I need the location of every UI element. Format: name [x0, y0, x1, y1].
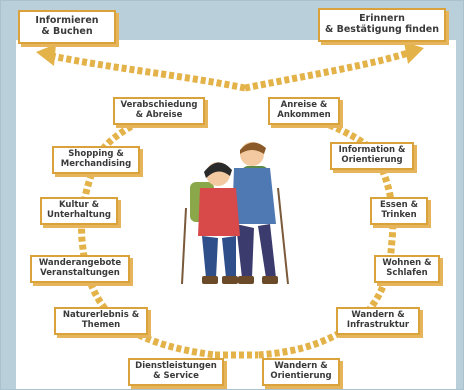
arrow-left-link: [51, 52, 246, 92]
node-wandern-orientierung: Wandern & Orientierung: [262, 358, 340, 386]
node-wanderangebote-veranstaltungen: Wanderangebote Veranstaltungen: [30, 255, 130, 283]
node-wohnen-schlafen: Wohnen & Schlafen: [374, 255, 440, 283]
arrow-right-head: [404, 42, 424, 64]
node-wandern-infrastruktur: Wandern & Infrastruktur: [336, 307, 420, 335]
node-essen-trinken: Essen & Trinken: [370, 197, 428, 225]
node-informieren-buchen: Informieren & Buchen: [18, 10, 116, 44]
node-dienstleistungen-service: Dienstleistungen & Service: [128, 358, 224, 386]
two-hikers-illustration: [181, 142, 289, 285]
node-naturerlebnis-themen: Naturerlebnis & Themen: [54, 307, 148, 335]
node-verabschiedung-abreise: Verabschiedung & Abreise: [113, 97, 205, 125]
arrow-right-link: [244, 49, 410, 92]
node-anreise-ankommen: Anreise & Ankommen: [268, 97, 340, 125]
arrow-left-head: [36, 44, 56, 66]
node-kultur-unterhaltung: Kultur & Unterhaltung: [40, 197, 118, 225]
node-shopping-merchandising: Shopping & Merchandising: [52, 146, 140, 174]
node-erinnern-bestaetigung: Erinnern & Bestätigung finden: [318, 8, 446, 42]
node-information-orientierung: Information & Orientierung: [330, 142, 414, 170]
